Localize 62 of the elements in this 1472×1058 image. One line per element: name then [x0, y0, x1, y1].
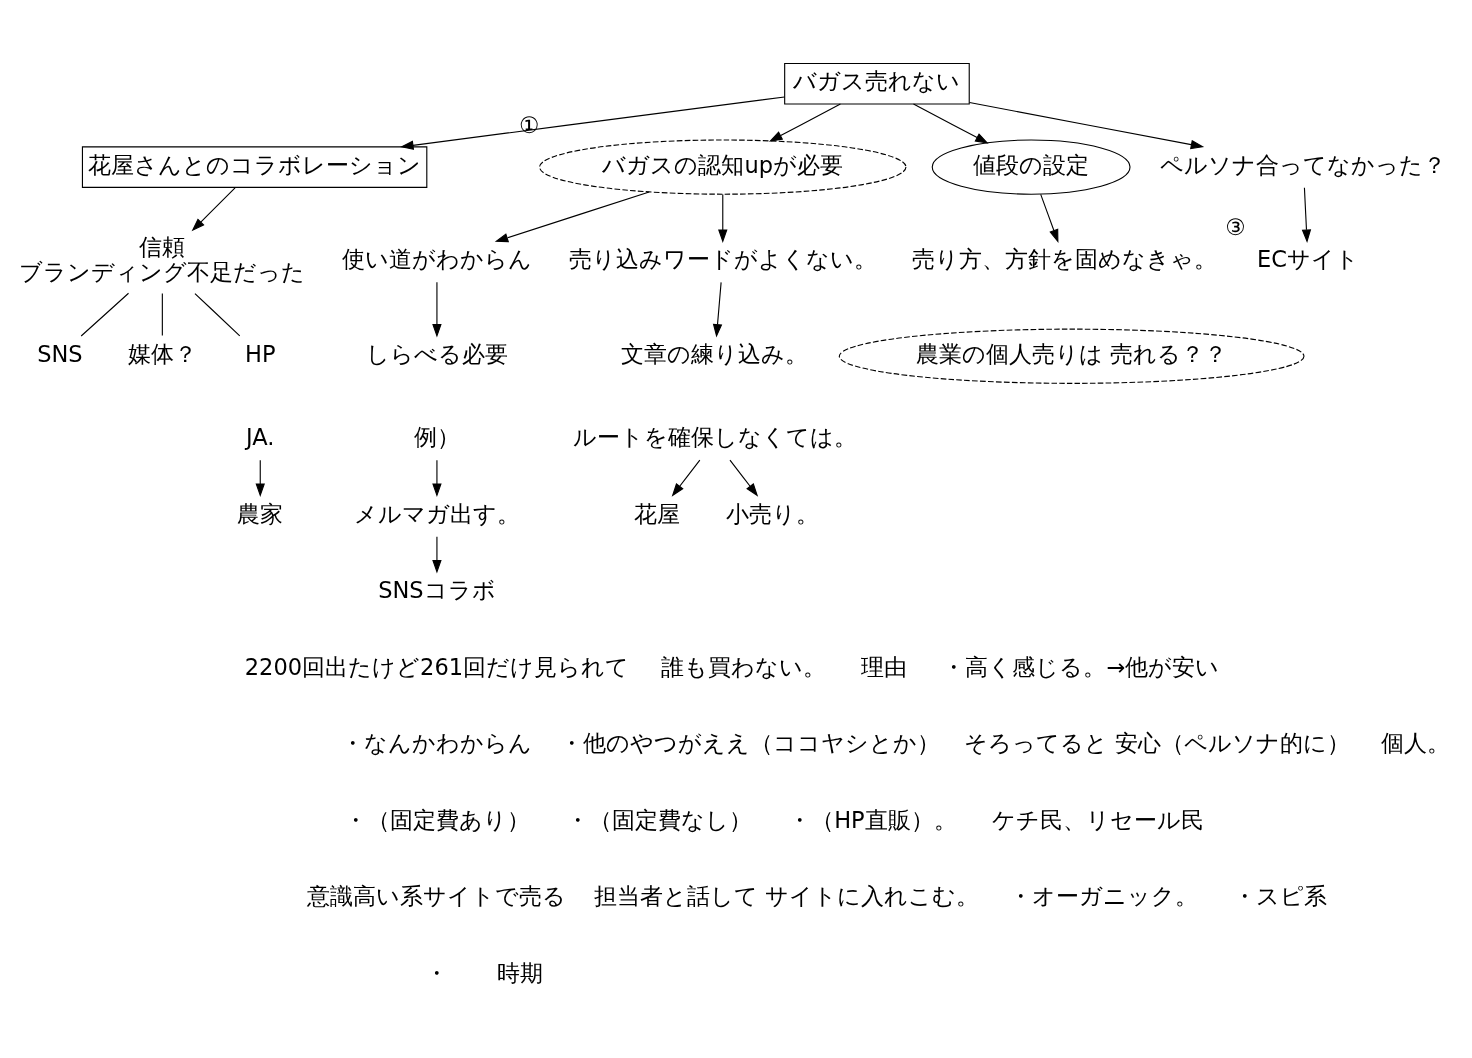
label: 担当者と話して サイトに入れこむ。 [594, 882, 980, 909]
arrow [255, 459, 265, 497]
node-text: 売り方、方針を固めなきゃ。 [912, 245, 1218, 272]
label: ・高く感じる。→他が安い [942, 653, 1220, 680]
label: ・（HP直販）。 [788, 806, 957, 833]
node-ellipse: 農業の個人売りは 売れる？？ [838, 328, 1305, 384]
arrow [1040, 193, 1059, 243]
label: 2200回出たけど261回だけ見られて [244, 653, 630, 680]
node-box: 花屋さんとのコラボレーション [81, 145, 428, 188]
node-box: バガス売れない [784, 62, 970, 105]
label: 誰も買わない。 [660, 653, 826, 680]
node-text: JA. [246, 423, 275, 450]
node-text: SNS [37, 340, 83, 367]
label: 時期 [497, 959, 544, 986]
node-text: 文章の練り込み。 [621, 340, 809, 367]
arrow [718, 193, 728, 243]
label: ・スピ系 [1232, 882, 1327, 909]
node-text: 小売り。 [725, 500, 819, 527]
node-text: ECサイト [1257, 245, 1359, 272]
label: ケチ民、リセール民 [991, 806, 1204, 833]
label: そろってると 安心（ペルソナ的に） [964, 729, 1351, 756]
node-text: HP [245, 340, 276, 367]
label: 理由 [860, 653, 907, 680]
node-text: 農家 [237, 500, 284, 527]
node-ellipse: 値段の設定 [931, 138, 1131, 195]
node-ellipse: バガスの認知upが必要 [539, 138, 907, 195]
arrow [494, 190, 650, 242]
arrow [1301, 186, 1312, 243]
arrow [912, 103, 989, 144]
arrow [432, 535, 442, 574]
node-text: ルートを確保しなくては。 [572, 423, 857, 450]
node-text: メルマガ出す。 [353, 500, 520, 527]
arrow [191, 186, 236, 231]
node-text: 媒体？ [127, 340, 197, 367]
node-text: 信頼 ブランディング不足だった [19, 233, 306, 285]
node-text: 売り込みワードがよくない。 [568, 245, 877, 272]
label: ・（固定費なし） [565, 806, 752, 833]
label: 意識高い系サイトで売る [307, 882, 567, 909]
label: ・他のやつがええ（ココヤシとか） [559, 729, 940, 756]
label: ・（固定費あり） [343, 806, 530, 833]
arrow [432, 281, 442, 338]
label: ・ [425, 959, 449, 986]
connector [161, 292, 163, 336]
connector [80, 292, 130, 337]
connector [194, 292, 241, 336]
arrow [729, 459, 759, 497]
arrow [968, 101, 1205, 149]
node-text: 使い道がわからん [341, 245, 532, 272]
node-label: ③ [1225, 213, 1246, 240]
node-text: SNSコラボ [378, 576, 496, 603]
label: ・なんかわからん [341, 729, 533, 756]
arrow [712, 281, 723, 338]
node-text: ペルソナ合ってなかった？ [1160, 151, 1447, 178]
arrow [768, 103, 841, 142]
label: 個人。 [1381, 729, 1451, 756]
node-text: 例） [413, 423, 460, 450]
label: ・オーガニック。 [1008, 882, 1198, 909]
node-text: 花屋 [634, 500, 681, 527]
arrow [400, 95, 786, 150]
arrow [432, 459, 442, 497]
node-text: しらべる必要 [365, 340, 508, 367]
arrow [671, 459, 701, 497]
